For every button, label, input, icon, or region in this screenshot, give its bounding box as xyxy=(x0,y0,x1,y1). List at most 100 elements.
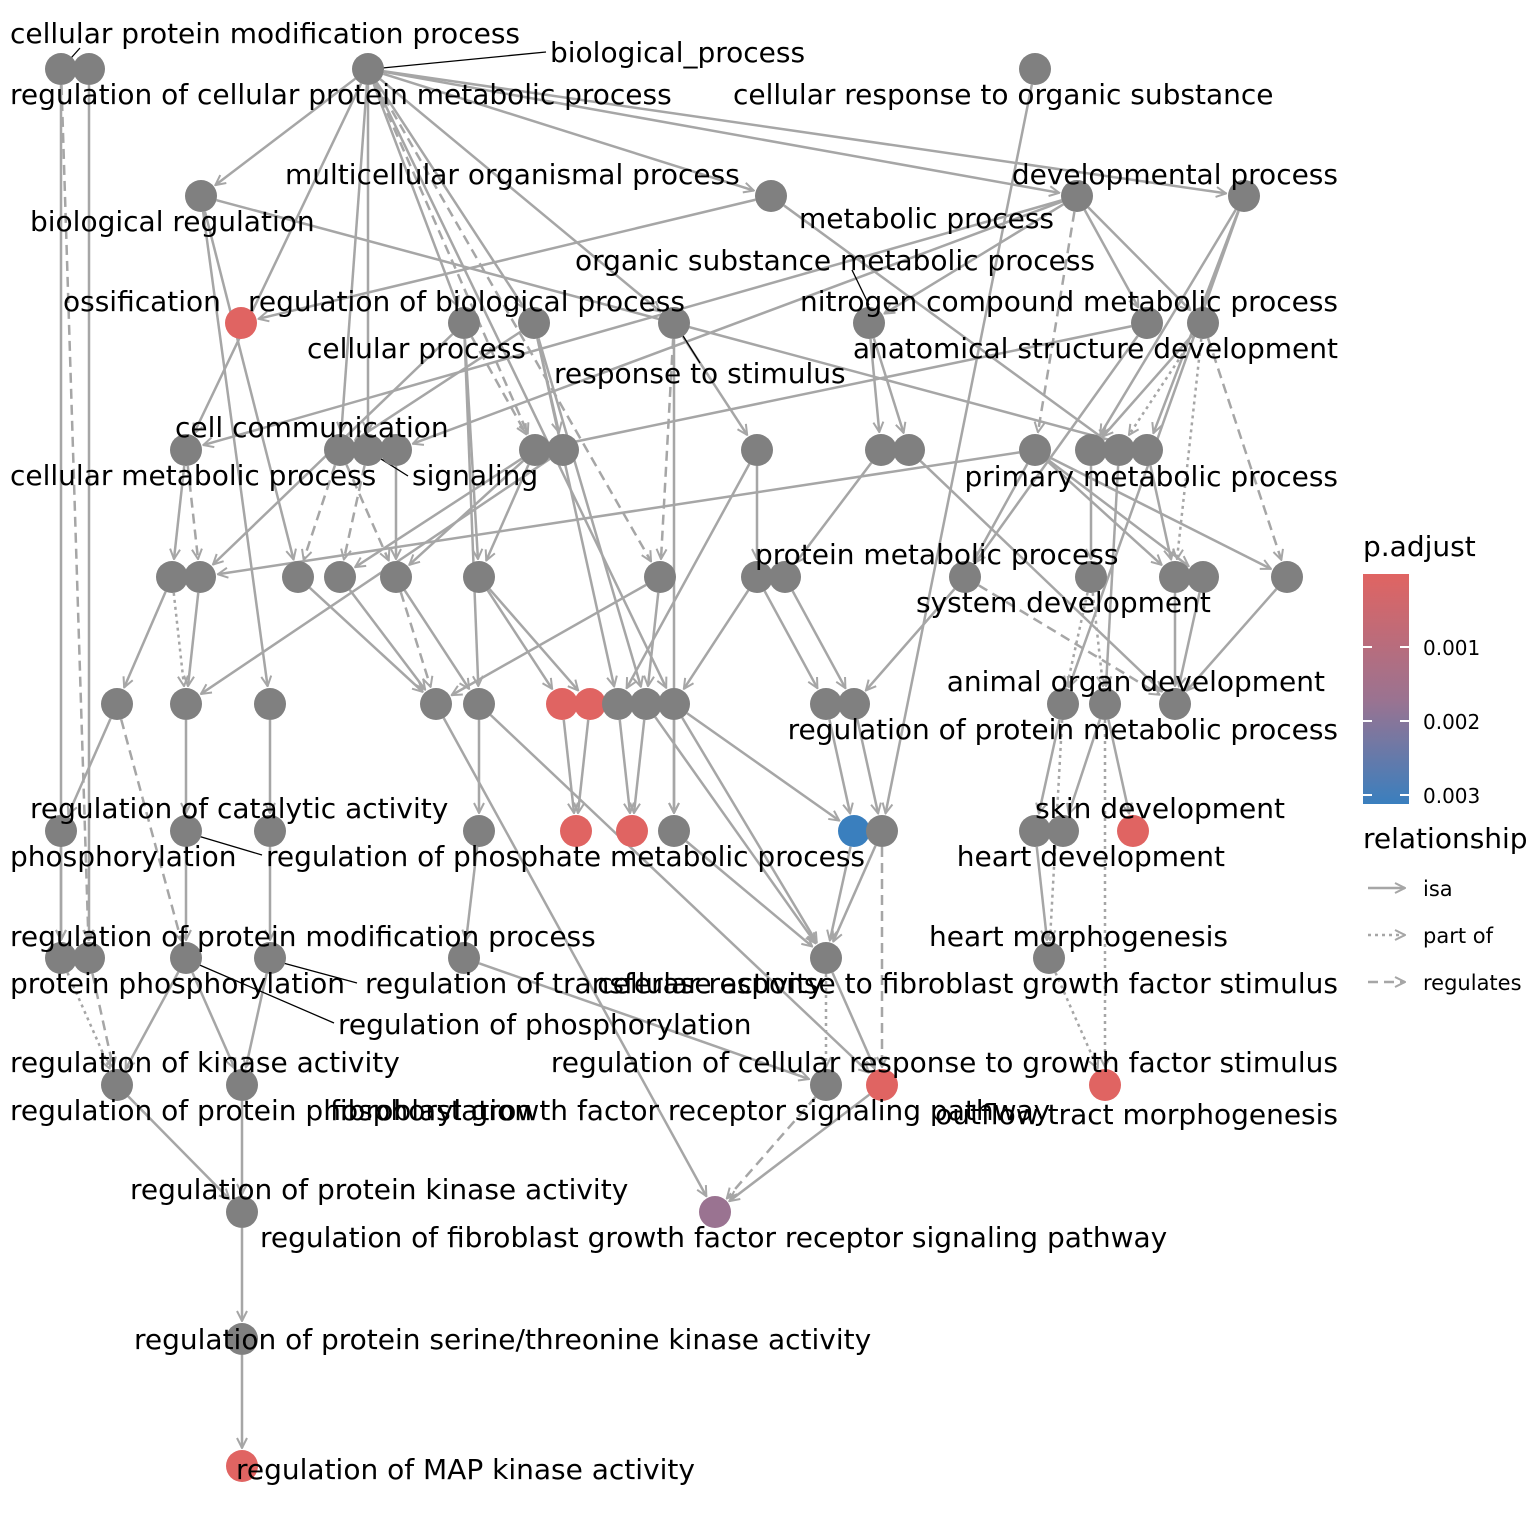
node-r6i[interactable] xyxy=(866,815,898,847)
node-br[interactable] xyxy=(185,180,217,212)
node-r4n[interactable] xyxy=(1271,561,1303,593)
node-cmp[interactable] xyxy=(170,434,202,466)
node-r4m[interactable] xyxy=(1187,561,1219,593)
node-l3m[interactable] xyxy=(1131,434,1163,466)
node-r7c[interactable] xyxy=(170,942,202,974)
node-r5d[interactable] xyxy=(420,688,452,720)
node-r5b[interactable] xyxy=(170,688,202,720)
node-r6d[interactable] xyxy=(463,815,495,847)
node-r4h[interactable] xyxy=(741,561,773,593)
node-rcrgf[interactable] xyxy=(866,1069,898,1101)
node-phos[interactable] xyxy=(170,815,202,847)
node-r5h[interactable] xyxy=(602,688,634,720)
node-pp[interactable] xyxy=(73,942,105,974)
node-rst[interactable] xyxy=(226,1323,258,1355)
node-r5l[interactable] xyxy=(838,688,870,720)
node-r4d[interactable] xyxy=(324,561,356,593)
node-dp[interactable] xyxy=(1061,180,1093,212)
node-skin[interactable] xyxy=(1117,815,1149,847)
node-rpka[interactable] xyxy=(226,1196,258,1228)
node-rbp[interactable] xyxy=(448,307,480,339)
node-label: biological regulation xyxy=(30,205,315,238)
node-l3i[interactable] xyxy=(893,434,925,466)
node-rfgf[interactable] xyxy=(699,1196,731,1228)
label-layer: cellular protein modification processbio… xyxy=(10,17,1338,1486)
node-r6e[interactable] xyxy=(560,815,592,847)
edge-isa xyxy=(259,198,756,319)
node-r5i[interactable] xyxy=(630,688,662,720)
edge-isa xyxy=(537,337,641,686)
node-rpmp[interactable] xyxy=(254,815,286,847)
node-sig[interactable] xyxy=(352,434,384,466)
node-r5e[interactable] xyxy=(463,688,495,720)
node-r4i[interactable] xyxy=(769,561,801,593)
node-l3f[interactable] xyxy=(547,434,579,466)
node-r5a[interactable] xyxy=(101,688,133,720)
node-r4j[interactable] xyxy=(949,561,981,593)
node-rka[interactable] xyxy=(101,1069,133,1101)
node-r4e[interactable] xyxy=(380,561,412,593)
node-label: regulation of MAP kinase activity xyxy=(236,1453,695,1486)
node-ncmp[interactable] xyxy=(1131,307,1163,339)
node-r4b[interactable] xyxy=(184,561,216,593)
node-r5j[interactable] xyxy=(658,688,690,720)
node-r6h[interactable] xyxy=(838,815,870,847)
node-r5f[interactable] xyxy=(546,688,578,720)
node-fgfsig[interactable] xyxy=(810,1069,842,1101)
node-l3h[interactable] xyxy=(865,434,897,466)
node-r5c[interactable] xyxy=(254,688,286,720)
node-rts[interactable] xyxy=(658,307,690,339)
node-l3k[interactable] xyxy=(1075,434,1107,466)
edge-isa xyxy=(466,846,479,940)
node-l3e[interactable] xyxy=(519,434,551,466)
node-l3l[interactable] xyxy=(1103,434,1135,466)
node-r4g[interactable] xyxy=(644,561,676,593)
node-r7e[interactable] xyxy=(448,942,480,974)
node-r5o[interactable] xyxy=(1159,688,1191,720)
node-r6k[interactable] xyxy=(1047,815,1079,847)
node-rmap[interactable] xyxy=(226,1450,258,1482)
edge-regulates xyxy=(345,464,388,561)
node-bp[interactable] xyxy=(352,53,384,85)
node-r4a[interactable] xyxy=(156,561,188,593)
edge-isa xyxy=(562,719,574,813)
node-cpm[interactable] xyxy=(45,53,77,85)
node-r5m[interactable] xyxy=(1047,688,1079,720)
node-r4f[interactable] xyxy=(463,561,495,593)
edge-isa xyxy=(886,84,1034,814)
node-hm[interactable] xyxy=(1033,942,1065,974)
node-r6j[interactable] xyxy=(1019,815,1051,847)
node-l3g[interactable] xyxy=(741,434,773,466)
node-asd[interactable] xyxy=(1187,307,1219,339)
node-cfgf[interactable] xyxy=(810,942,842,974)
node-pmp[interactable] xyxy=(1019,434,1051,466)
node-rcpmp[interactable] xyxy=(73,53,105,85)
node-r6g[interactable] xyxy=(658,815,690,847)
node-oft[interactable] xyxy=(1089,1069,1121,1101)
node-cc[interactable] xyxy=(324,434,356,466)
node-rca[interactable] xyxy=(45,815,77,847)
node-cp[interactable] xyxy=(518,307,550,339)
node-rpmod[interactable] xyxy=(45,942,77,974)
edge-part-of xyxy=(1129,335,1196,435)
node-rpp[interactable] xyxy=(226,1069,258,1101)
edge-regulates xyxy=(1038,211,1076,432)
node-croso[interactable] xyxy=(1019,53,1051,85)
label-leader-line xyxy=(271,959,358,984)
node-l3d[interactable] xyxy=(380,434,412,466)
node-r4k[interactable] xyxy=(1075,561,1107,593)
node-r5k[interactable] xyxy=(810,688,842,720)
node-dp2[interactable] xyxy=(1228,180,1260,212)
legend: p.adjust 0.001 0.002 0.003 relationship … xyxy=(1363,530,1528,995)
node-r5n[interactable] xyxy=(1089,688,1121,720)
node-r4l[interactable] xyxy=(1159,561,1191,593)
node-r6f[interactable] xyxy=(616,815,648,847)
node-osmp[interactable] xyxy=(853,307,885,339)
node-r5g[interactable] xyxy=(574,688,606,720)
node-label: phosphorylation xyxy=(10,840,237,873)
node-r4c[interactable] xyxy=(282,561,314,593)
edge-regulates xyxy=(374,82,651,562)
node-rphos[interactable] xyxy=(254,942,286,974)
node-mop[interactable] xyxy=(755,180,787,212)
node-oss[interactable] xyxy=(225,307,257,339)
